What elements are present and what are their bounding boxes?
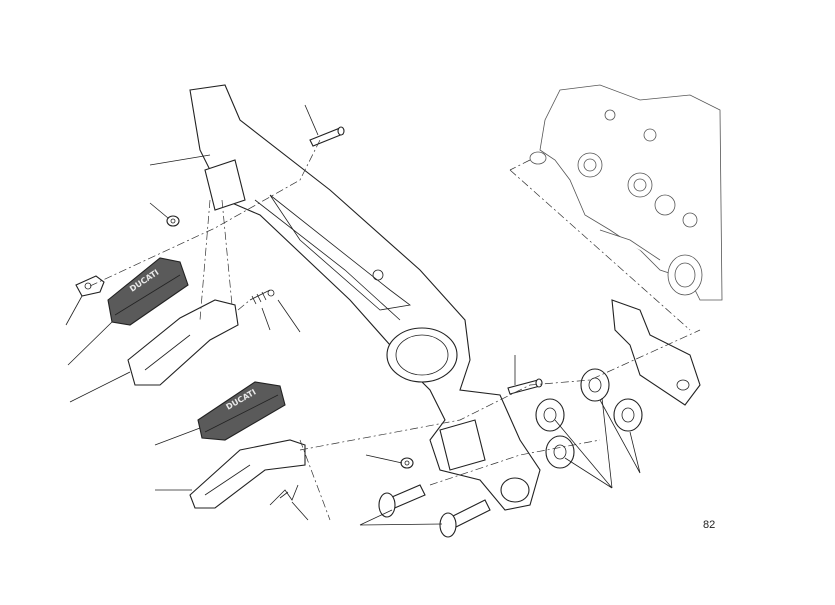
- spring: [249, 289, 299, 506]
- page-number: 82: [703, 519, 716, 531]
- footpeg-rubber-lower: DUCATI: [197, 381, 286, 441]
- pin-upper: [309, 126, 345, 147]
- nuts: [166, 215, 414, 469]
- mounting-plate: [611, 299, 701, 406]
- footpeg-upper: [127, 299, 239, 386]
- brake-lever: [189, 84, 541, 511]
- footpeg-rubber-upper: DUCATI: [107, 257, 189, 326]
- leader-lines: [65, 104, 641, 526]
- footpeg-lower: [189, 439, 306, 509]
- engine-casing: [529, 84, 723, 301]
- bushings: [535, 368, 643, 469]
- pin-lower: [507, 378, 543, 395]
- bolts: [378, 484, 491, 538]
